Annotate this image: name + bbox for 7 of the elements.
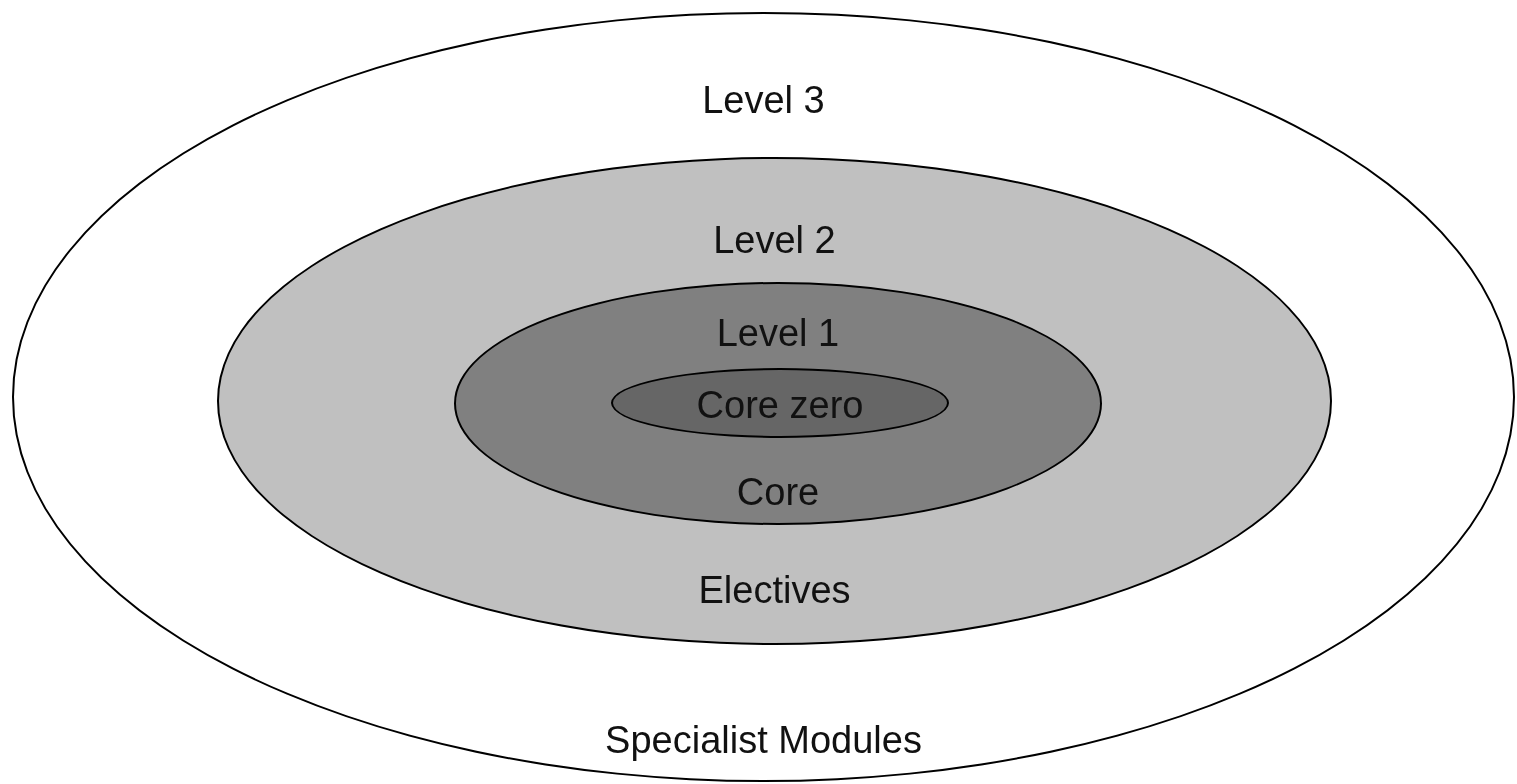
- region-label: Level 2: [713, 218, 836, 262]
- region-label: Core: [736, 470, 820, 514]
- region-label: Core zero: [696, 383, 864, 427]
- region-label: Level 1: [716, 311, 840, 355]
- region-label: Level 3: [702, 78, 825, 122]
- region-label: Specialist Modules: [605, 718, 922, 762]
- region-label: Electives: [698, 568, 851, 612]
